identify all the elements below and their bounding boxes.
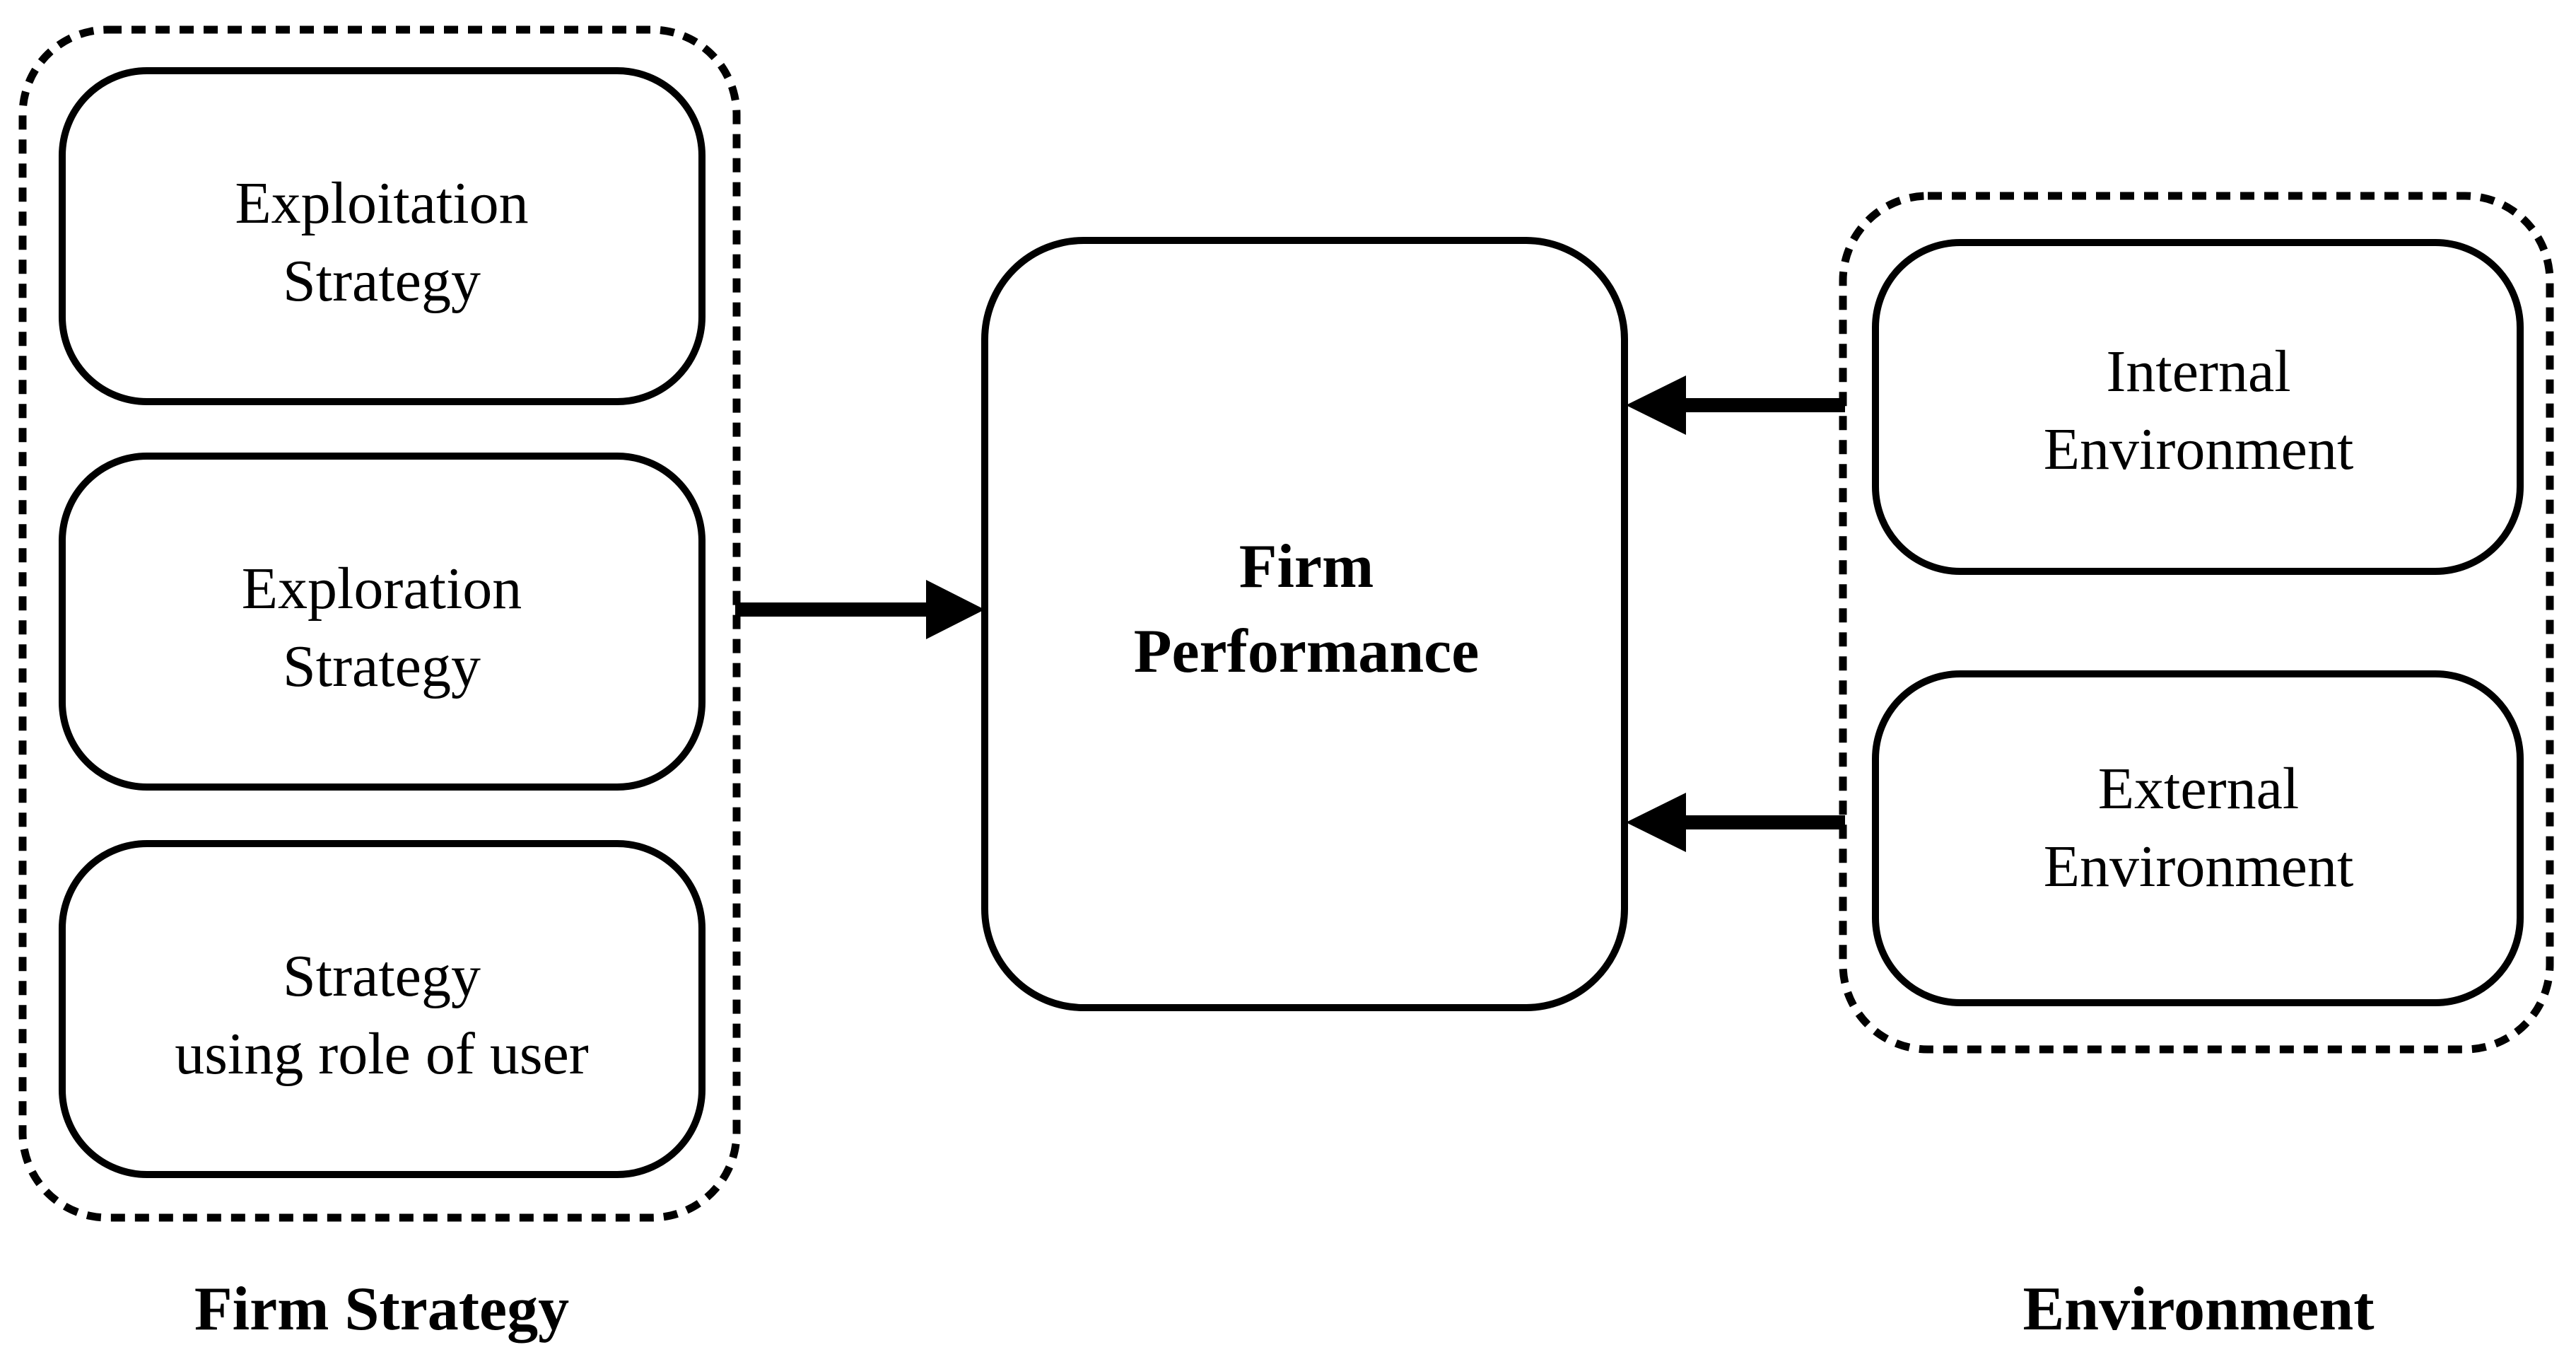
firm-strategy-group-frame — [18, 25, 741, 1222]
user-role-strategy-line1: Strategy — [283, 943, 481, 1009]
arrow-strategy-to-performance — [735, 580, 985, 639]
environment-group-frame — [1839, 192, 2554, 1054]
exploitation-strategy-line1: Exploitation — [235, 170, 528, 236]
firm-performance-line2: Performance — [1134, 617, 1480, 686]
environment-group: Internal Environment External Environmen… — [1839, 192, 2554, 1344]
arrow-internal-head — [1626, 375, 1686, 435]
external-environment-line2: Environment — [2044, 834, 2354, 899]
environment-label: Environment — [2022, 1275, 2374, 1344]
arrow-external-head — [1626, 793, 1686, 852]
external-environment-box — [1872, 670, 2524, 1006]
external-environment-line1: External — [2098, 756, 2300, 822]
firm-performance-node: Firm Performance — [981, 237, 1628, 1011]
user-role-strategy-node: Strategy using role of user — [59, 840, 706, 1178]
exploration-strategy-line2: Strategy — [283, 634, 481, 699]
exploration-strategy-box — [59, 453, 706, 791]
firm-strategy-group: Exploitation Strategy Exploration Strate… — [18, 25, 741, 1344]
internal-environment-line2: Environment — [2044, 416, 2354, 482]
firm-performance-box — [981, 237, 1628, 1011]
firm-performance-line1: Firm — [1239, 532, 1374, 601]
exploitation-strategy-box — [59, 67, 706, 405]
exploitation-strategy-line2: Strategy — [283, 248, 481, 314]
exploration-strategy-line1: Exploration — [242, 556, 522, 622]
external-environment-node: External Environment — [1872, 670, 2524, 1006]
user-role-strategy-line2: using role of user — [175, 1021, 589, 1087]
exploration-strategy-node: Exploration Strategy — [59, 453, 706, 791]
user-role-strategy-box — [59, 840, 706, 1178]
internal-environment-box — [1872, 239, 2524, 575]
arrow-external-to-performance — [1626, 793, 1845, 852]
arrow-strategy-head — [926, 580, 985, 639]
exploitation-strategy-node: Exploitation Strategy — [59, 67, 706, 405]
internal-environment-line1: Internal — [2106, 339, 2290, 404]
firm-strategy-label: Firm Strategy — [194, 1275, 569, 1344]
internal-environment-node: Internal Environment — [1872, 239, 2524, 575]
arrow-internal-to-performance — [1626, 375, 1845, 435]
